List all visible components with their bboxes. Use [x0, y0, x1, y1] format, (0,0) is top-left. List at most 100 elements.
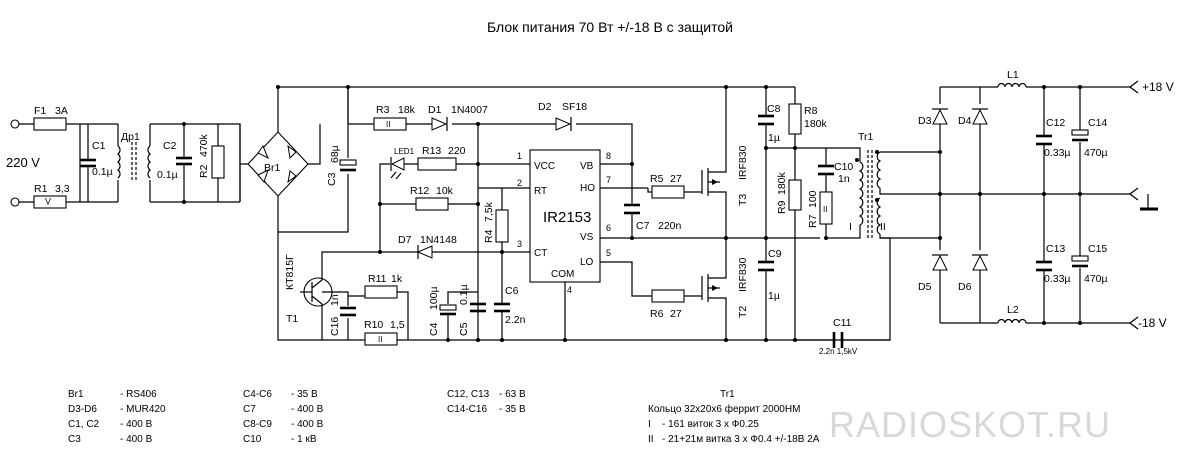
svg-text:C1: C1: [92, 140, 106, 152]
svg-text:II: II: [378, 335, 382, 344]
svg-text:LO: LO: [580, 257, 594, 268]
svg-text:1n: 1n: [838, 173, 850, 185]
schematic-title: Блок питания 70 Вт +/-18 В с защитой: [487, 19, 733, 35]
resistor-r3: [373, 117, 407, 131]
transformer-tr1: [826, 150, 1080, 239]
svg-text:1N4007: 1N4007: [451, 104, 488, 116]
capacitor-c14: [1071, 129, 1089, 136]
diode-d6: [972, 254, 988, 271]
resistor-r11: [364, 285, 398, 299]
mains-input: 220 V V F1 3A R1 3,3 C1 0.1µ Др1 C2: [6, 105, 241, 209]
svg-text:C7: C7: [636, 220, 650, 232]
svg-text:VS: VS: [580, 232, 594, 243]
svg-text:R5: R5: [650, 173, 664, 185]
label-dr1: Др1: [121, 131, 140, 143]
diode-d2: [555, 117, 572, 131]
svg-text:IRF830: IRF830: [737, 257, 749, 292]
svg-text:R10: R10: [364, 319, 383, 331]
svg-text:LED1: LED1: [394, 147, 415, 156]
legend-row: C7- 400 В: [243, 404, 324, 415]
svg-text:C2: C2: [163, 140, 177, 152]
svg-text:220: 220: [448, 145, 466, 157]
svg-text:SF18: SF18: [562, 101, 587, 113]
svg-text:2.2n 1,5kV: 2.2n 1,5kV: [819, 347, 858, 356]
svg-text:18k: 18k: [398, 104, 416, 116]
choke-dr1: [117, 124, 151, 202]
svg-text:C3: C3: [326, 172, 338, 186]
svg-text:T1: T1: [286, 313, 298, 325]
svg-text:1N4148: 1N4148: [420, 234, 457, 246]
svg-text:D7: D7: [398, 234, 412, 246]
legend-row: I- 161 виток 3 х Ф0.25: [648, 419, 759, 430]
capacitor-c3: [339, 159, 357, 166]
svg-text:1µ: 1µ: [768, 132, 780, 144]
inductor-l2: [997, 318, 1027, 324]
svg-text:C14: C14: [1088, 117, 1107, 129]
svg-text:C13: C13: [1046, 243, 1065, 255]
hv-rail: [348, 86, 796, 148]
svg-text:T2: T2: [737, 306, 749, 318]
svg-text:0.1µ: 0.1µ: [458, 284, 470, 305]
svg-text:КТ815Г: КТ815Г: [284, 254, 296, 290]
svg-text:VCC: VCC: [534, 161, 555, 172]
inductor-l1: [997, 82, 1027, 88]
svg-text:II: II: [880, 221, 886, 233]
svg-text:D2: D2: [538, 101, 552, 113]
legend-row: C14-C16- 35 В: [447, 404, 526, 415]
output-minus-label: -18 V: [1138, 316, 1167, 330]
legend-row: C4-C6- 35 В: [243, 389, 318, 400]
svg-text:27: 27: [670, 308, 682, 320]
svg-text:R4: R4: [483, 229, 495, 243]
svg-text:R3: R3: [376, 104, 390, 116]
svg-text:3: 3: [517, 239, 522, 249]
svg-text:0.33µ: 0.33µ: [1044, 147, 1071, 159]
svg-text:3,3: 3,3: [55, 183, 70, 195]
resistor-r10: [364, 332, 398, 346]
svg-text:10k: 10k: [436, 185, 454, 197]
label-f1: F1: [34, 105, 46, 117]
svg-text:R9: R9: [776, 200, 788, 214]
legend-row: D3-D6- MUR420: [68, 404, 166, 415]
resistor-r5: [651, 185, 685, 199]
svg-text:I: I: [849, 221, 852, 233]
svg-text:C10: C10: [834, 161, 853, 173]
svg-text:VB: VB: [580, 161, 594, 172]
svg-text:II: II: [823, 205, 827, 214]
svg-text:1k: 1k: [391, 273, 403, 285]
svg-text:IRF830: IRF830: [737, 145, 749, 180]
svg-text:7,5k: 7,5k: [483, 201, 495, 222]
diode-d4: [972, 108, 988, 125]
svg-text:D6: D6: [958, 281, 972, 293]
mosfet-t3: [701, 87, 727, 238]
svg-text:CT: CT: [534, 248, 547, 259]
legend-col3: C12, C13- 63 В C14-C16- 35 В: [447, 389, 526, 419]
svg-text:T3: T3: [737, 194, 749, 206]
svg-text:180k: 180k: [776, 171, 788, 195]
svg-text:0.33µ: 0.33µ: [1044, 273, 1071, 285]
diode-d5: [932, 254, 948, 271]
resistor-r9: [788, 179, 802, 211]
svg-text:R13: R13: [422, 145, 441, 157]
svg-text:5: 5: [606, 248, 611, 258]
svg-text:C8: C8: [767, 103, 781, 115]
capacitor-c15: [1071, 255, 1089, 262]
svg-text:1: 1: [517, 151, 522, 161]
legend-row: C12, C13- 63 В: [447, 389, 526, 400]
diode-d1: [431, 117, 448, 131]
svg-text:C16: C16: [329, 317, 341, 336]
svg-text:C5: C5: [458, 322, 470, 336]
svg-text:1n: 1n: [329, 294, 341, 306]
mains-terminal-bottom: [10, 197, 20, 207]
svg-text:L2: L2: [1007, 304, 1019, 316]
svg-text:470µ: 470µ: [1084, 147, 1108, 159]
svg-text:II: II: [386, 120, 390, 129]
legend-row: Br1- RS406: [68, 389, 157, 400]
legend-transformer: Tr1 Кольцо 32х20х6 феррит 2000НМ I- 161 …: [648, 389, 819, 449]
svg-text:3A: 3A: [55, 105, 68, 117]
svg-text:D1: D1: [428, 104, 442, 116]
svg-text:R8: R8: [804, 105, 818, 117]
diode-d3: [932, 108, 948, 125]
legend-row: C8-C9- 400 В: [243, 419, 324, 430]
legend-col2: C4-C6- 35 В C7- 400 В C8-C9- 400 В C10- …: [243, 389, 323, 449]
svg-text:1,5: 1,5: [390, 319, 405, 331]
